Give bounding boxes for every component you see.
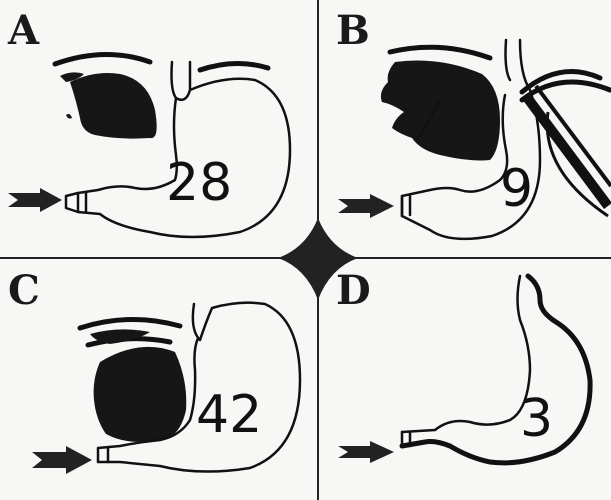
panel-b: B 9 (336, 7, 611, 239)
organ-outline (402, 276, 590, 463)
panel-number: 28 (166, 153, 232, 213)
panel-letter: D (336, 267, 371, 314)
arrow-right-icon (8, 188, 62, 212)
panel-number: 9 (500, 159, 533, 219)
dark-region (94, 347, 187, 442)
panel-number: 3 (520, 389, 553, 449)
panel-a: A 28 (7, 7, 290, 237)
panel-letter: B (336, 7, 370, 54)
arrow-right-icon (338, 441, 394, 463)
panel-number: 42 (196, 385, 262, 445)
panel-letter: A (7, 7, 40, 54)
panel-c: C 42 (8, 267, 300, 474)
dark-region (381, 61, 500, 161)
panel-d: D 3 (336, 267, 590, 463)
dark-region (70, 73, 157, 139)
panel-letter: C (8, 267, 40, 314)
arrow-right-icon (32, 446, 92, 474)
arrow-right-icon (338, 194, 394, 218)
